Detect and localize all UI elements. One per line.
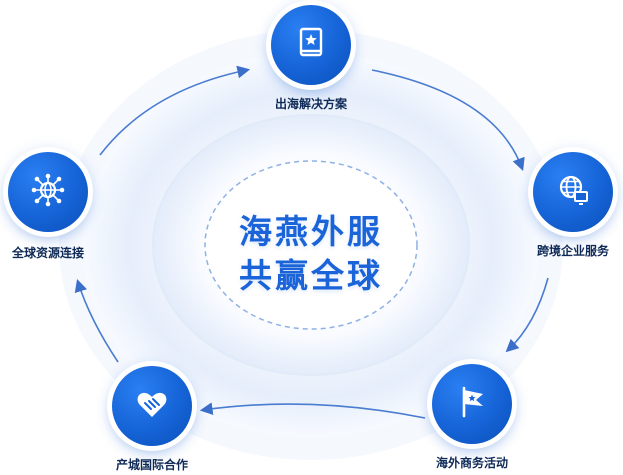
globe-monitor-icon <box>553 170 593 214</box>
node-overseas-events <box>432 364 512 444</box>
node-industry-city-cooperation <box>112 366 192 446</box>
handshake-heart-icon <box>132 384 172 428</box>
book-star-icon <box>291 23 331 67</box>
node-label-industry-city-cooperation: 产城国际合作 <box>115 458 189 472</box>
flag-icon <box>452 382 492 426</box>
center-dashed-circle <box>204 160 418 330</box>
node-label-overseas-solutions: 出海解决方案 <box>274 97 348 111</box>
arrow-top-to-right <box>371 69 525 172</box>
center-title-line1: 海燕外服 <box>239 212 383 251</box>
arrow-bottomleft-to-left <box>74 278 119 363</box>
node-label-global-resources: 全球资源连接 <box>11 246 85 260</box>
node-label-overseas-events: 海外商务活动 <box>435 456 509 470</box>
arrow-bottomright-to-bottomleft <box>199 402 426 419</box>
node-label-cross-border-services: 跨境企业服务 <box>536 244 610 258</box>
arrow-left-to-top <box>99 65 251 156</box>
node-overseas-solutions <box>271 5 351 85</box>
node-cross-border-services <box>533 152 613 232</box>
node-global-resources <box>8 152 88 232</box>
network-globe-icon <box>28 170 68 214</box>
center-title-line2: 共赢全球 <box>239 256 383 295</box>
arrow-right-to-bottomright <box>505 277 549 353</box>
